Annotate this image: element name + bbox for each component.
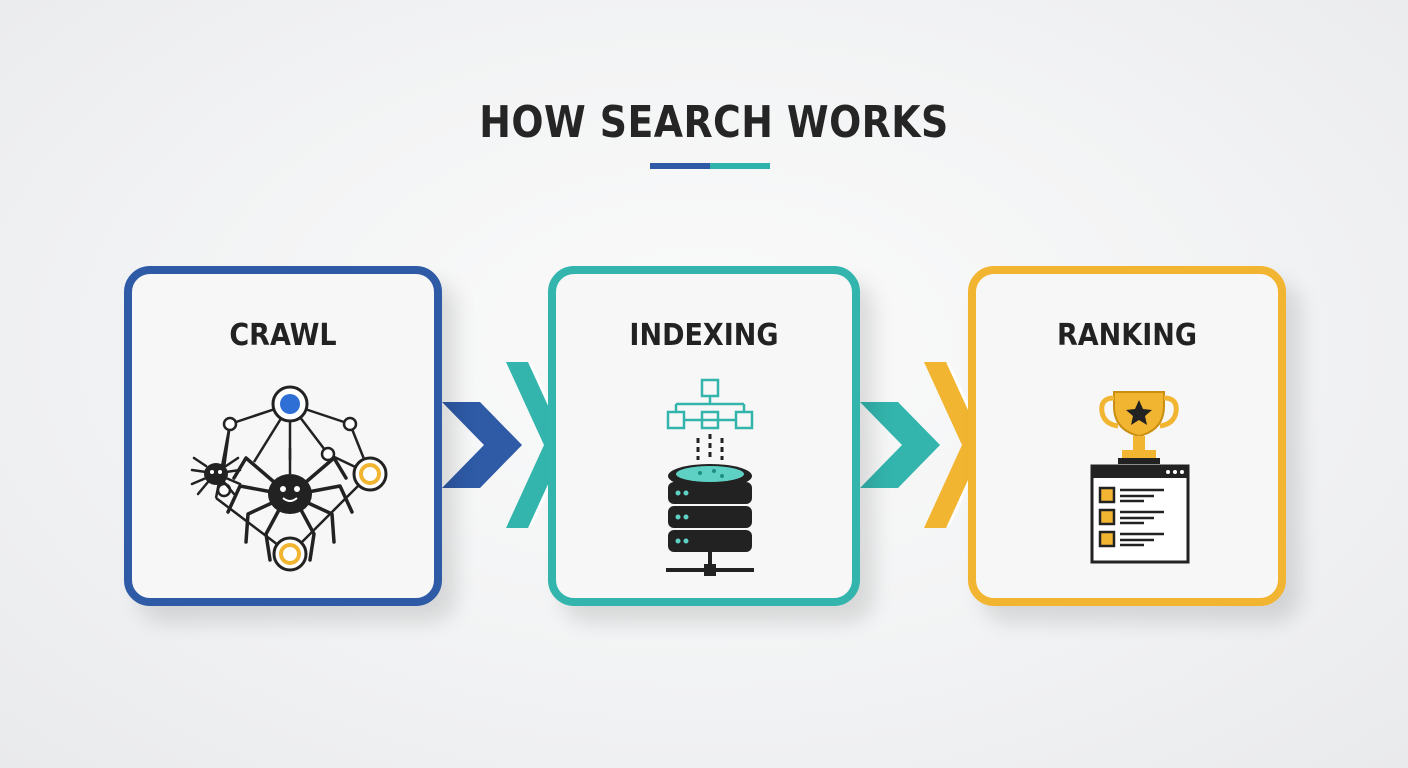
double-chevron-right-icon (442, 402, 522, 488)
title-underline-blue (650, 163, 710, 169)
step-label-crawl: CRAWL (229, 318, 337, 353)
step-label-indexing: INDEXING (629, 318, 779, 353)
double-chevron-right-icon (860, 402, 940, 488)
database-index-icon (666, 378, 754, 576)
step-card-ranking: RANKING (968, 266, 1286, 606)
step-card-crawl: CRAWL (124, 266, 442, 606)
step-label-ranking: RANKING (1056, 318, 1198, 353)
step-card-indexing: INDEXING (548, 266, 860, 606)
diagram-title: HOW SEARCH WORKS (479, 97, 949, 148)
spider-web-crawl-icon (190, 385, 388, 572)
title-underline-teal (710, 163, 770, 169)
trophy-ranked-list-icon (1090, 391, 1190, 564)
